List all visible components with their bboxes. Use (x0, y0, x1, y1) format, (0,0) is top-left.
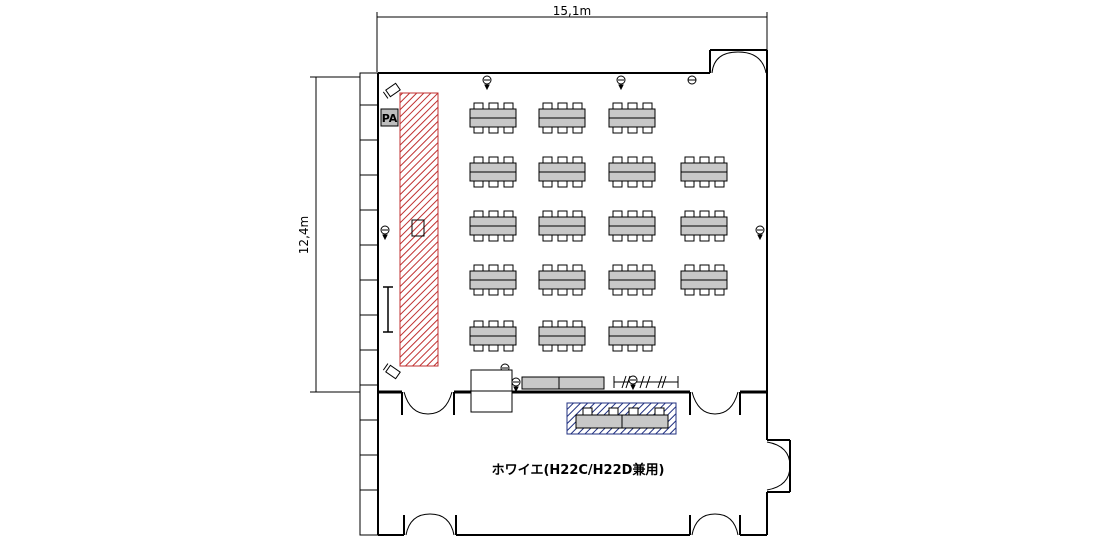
pa-label: PA (382, 112, 398, 125)
table-with-chairs (680, 156, 728, 188)
light-icon (616, 75, 626, 91)
foyer-label: ホワイエ(H22C/H22D兼用) (492, 462, 665, 478)
table-with-chairs (680, 264, 728, 296)
table-with-chairs (469, 156, 517, 188)
speaker-icon (382, 363, 401, 380)
speaker-icon (382, 82, 401, 99)
table-with-chairs (469, 210, 517, 242)
table-with-chairs (538, 320, 586, 352)
control-desk (470, 369, 513, 413)
light-icon (511, 377, 521, 393)
window-strip (359, 72, 379, 536)
door-icon (403, 51, 791, 536)
table-with-chairs (469, 264, 517, 296)
screen-icon (383, 286, 393, 333)
table-with-chairs (608, 102, 656, 134)
table-with-chairs (469, 320, 517, 352)
reception-counter (566, 402, 677, 435)
width-dimension-label: 15,1m (553, 4, 591, 18)
side-table (521, 376, 605, 390)
table-with-chairs (538, 264, 586, 296)
table-with-chairs (538, 210, 586, 242)
light-icon (482, 75, 492, 91)
table-with-chairs (608, 210, 656, 242)
table-with-chairs (608, 156, 656, 188)
height-dimension-label: 12,4m (297, 216, 311, 254)
table-with-chairs (680, 210, 728, 242)
light-icon (755, 225, 765, 241)
projector-icon (628, 375, 638, 391)
lectern (411, 219, 425, 237)
width-dimension: 15,1m (376, 4, 768, 72)
microphone-stand-icon (613, 375, 679, 389)
light-icon (380, 225, 390, 241)
table-with-chairs (608, 264, 656, 296)
seating-area (469, 102, 728, 352)
table-with-chairs (469, 102, 517, 134)
stage-area (399, 92, 439, 367)
light-icon (687, 75, 697, 85)
height-dimension: 12,4m (297, 76, 360, 393)
pa-box: PA (380, 108, 399, 127)
table-with-chairs (608, 320, 656, 352)
table-with-chairs (538, 102, 586, 134)
table-with-chairs (538, 156, 586, 188)
